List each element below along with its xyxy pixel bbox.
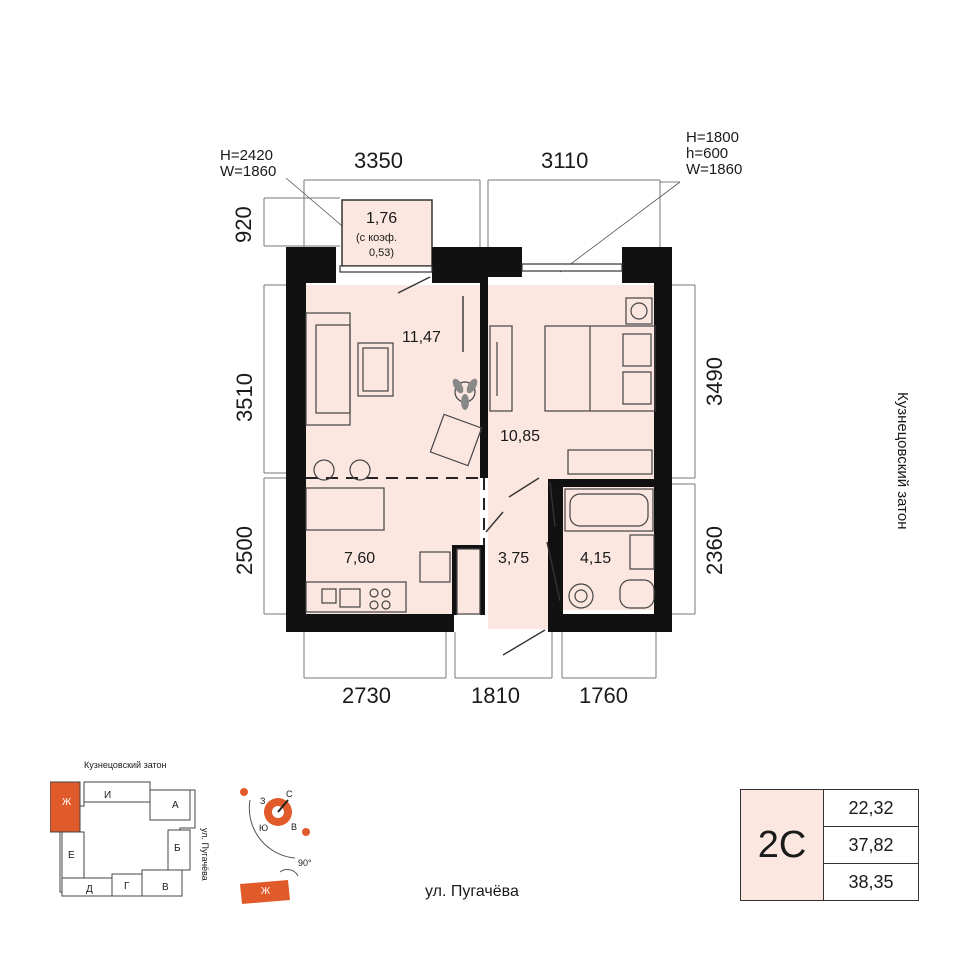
site-plan-right-label: ул. Пугачёва xyxy=(200,828,210,881)
bathroom-area: 4,15 xyxy=(580,550,612,567)
dim-top-left: 3350 xyxy=(354,148,403,173)
balcony-door-note: H=2420 W=1860 xyxy=(220,147,277,180)
site-section-i: И xyxy=(104,790,112,801)
site-section-d: Д xyxy=(86,884,93,895)
apartment-summary: 2С 22,32 37,82 38,35 xyxy=(740,789,919,901)
compass xyxy=(240,788,310,904)
doors xyxy=(397,276,561,656)
total-area-value: 37,82 xyxy=(824,827,918,864)
balcony-coef-2: 0,53) xyxy=(369,247,395,259)
compass-angle: 90° xyxy=(298,858,312,868)
balcony-coef-1: (с коэф. xyxy=(356,232,397,244)
site-section-zh: Ж xyxy=(62,797,72,808)
dim-left-mid: 3510 xyxy=(232,373,257,422)
windows xyxy=(339,263,623,273)
site-plan xyxy=(50,781,196,897)
sun-icon xyxy=(240,788,248,796)
site-section-v: В xyxy=(162,882,169,893)
dim-top-right: 3110 xyxy=(541,148,589,173)
living-area: 11,47 xyxy=(402,329,441,346)
living-area-value: 22,32 xyxy=(824,790,918,827)
dim-left-top: 920 xyxy=(231,206,256,243)
type-cell: 2С xyxy=(741,790,824,900)
site-section-g: Г xyxy=(124,881,130,892)
compass-north: С xyxy=(286,789,293,799)
dim-right-bottom: 2360 xyxy=(702,526,727,575)
compass-south: Ю xyxy=(259,823,269,833)
dim-bottom-right: 1760 xyxy=(579,683,628,708)
site-section-a: А xyxy=(172,800,179,811)
bedroom-area: 10,85 xyxy=(500,428,541,445)
hall-area: 3,75 xyxy=(498,550,530,567)
street-bottom: ул. Пугачёва xyxy=(425,883,519,900)
site-section-b: Б xyxy=(174,843,181,854)
kitchen-area: 7,60 xyxy=(344,550,376,567)
furniture xyxy=(305,297,656,615)
balcony-area: 1,76 xyxy=(366,210,398,227)
compass-east: В xyxy=(291,822,298,832)
key-plan-section: Ж xyxy=(261,886,271,897)
plant-icon xyxy=(452,378,478,410)
dim-bottom-mid: 1810 xyxy=(471,683,520,708)
site-plan-top-label: Кузнецовский затон xyxy=(84,760,167,770)
walls xyxy=(286,247,672,632)
compass-west: З xyxy=(260,796,266,806)
site-section-e: Е xyxy=(68,850,75,861)
sun-icon-2 xyxy=(302,828,310,836)
dim-right-top: 3490 xyxy=(702,357,727,406)
dim-bottom-left: 2730 xyxy=(342,683,391,708)
dimension-lines xyxy=(263,179,696,679)
balcony-total-value: 38,35 xyxy=(848,872,894,892)
dim-left-bottom: 2500 xyxy=(232,526,257,575)
apartment-type: 2С xyxy=(757,824,807,866)
street-right: Кузнецовский затон xyxy=(894,392,911,530)
bedroom-window-note: H=1800 h=600 W=1860 xyxy=(686,129,743,178)
